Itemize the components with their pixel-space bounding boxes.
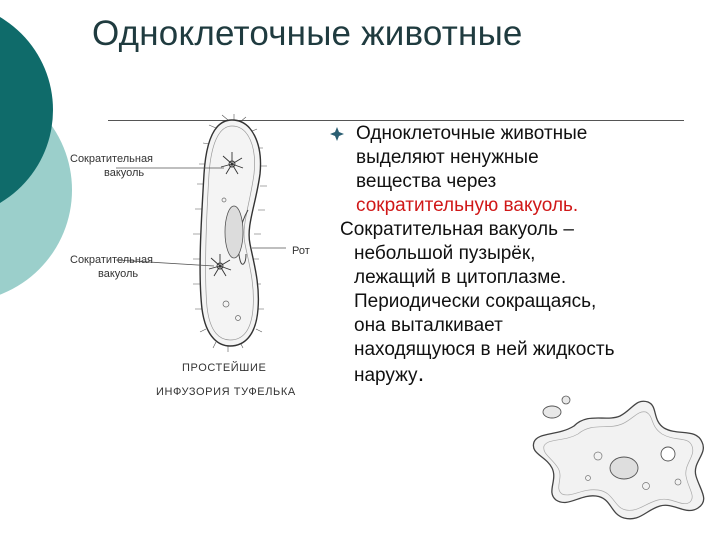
title-divider: [108, 120, 684, 121]
slide-title: Одноклеточные животные: [92, 14, 523, 53]
para-line-3: лежащий в цитоплазме.: [354, 267, 567, 288]
teal-dark-circle: [0, 17, 53, 203]
label-vacuole-bottom-line2: вакуоль: [98, 268, 139, 280]
leader-line-bottom: [115, 259, 215, 267]
caption-line1: ПРОСТЕЙШИЕ: [182, 362, 267, 374]
bullet-line-4-highlight: сократительную вакуоль.: [356, 195, 579, 216]
para-line-2: небольшой пузырёк,: [354, 243, 536, 264]
contractile-vacuole-top: [220, 152, 244, 175]
para-line-7: наружу.: [342, 362, 702, 388]
diamond-bullet-icon: [330, 127, 344, 141]
label-vacuole-top: Сократительная вакуоль: [70, 152, 153, 180]
contractile-vacuole-bottom: [208, 254, 232, 277]
amoeba-illustration: [532, 395, 705, 520]
cilia: [193, 114, 267, 352]
para-line-1: Сократительная вакуоль –: [340, 219, 574, 240]
bullet-item: Одноклеточные животные выделяют ненужные…: [330, 122, 702, 218]
para-line-4: Периодически сокращаясь,: [354, 291, 597, 312]
label-vacuole-bottom-line1: Сократительная: [70, 254, 154, 266]
para-end-dot: .: [417, 360, 425, 387]
slide-body-text: Одноклеточные животные выделяют ненужные…: [330, 122, 702, 388]
bullet-line-2: выделяют ненужные: [356, 147, 539, 168]
amoeba-vacuole: [660, 446, 676, 462]
paramecium-drawing: [115, 114, 286, 352]
small-organism: [542, 395, 571, 419]
label-mouth: Рот: [292, 245, 310, 257]
paramecium-figure: Сократительная вакуоль Сократительная ва…: [64, 114, 334, 404]
amoeba-nucleus: [609, 456, 639, 480]
description-paragraph: Сократительная вакуоль – небольшой пузыр…: [330, 218, 702, 388]
para-line-6: находящуюся в ней жидкость: [354, 339, 615, 360]
label-vacuole-top-line2: вакуоль: [104, 167, 145, 179]
label-vacuole-top-line1: Сократительная: [70, 153, 154, 165]
bullet-line-3: вещества через: [356, 171, 497, 192]
para-line-5: она выталкивает: [354, 315, 503, 336]
caption-line2: ИНФУЗОРИЯ ТУФЕЛЬКА: [156, 386, 296, 398]
para-line-7-text: наружу: [354, 365, 418, 386]
bullet-line-1: Одноклеточные животные: [356, 123, 588, 144]
label-vacuole-bottom: Сократительная вакуоль: [70, 253, 153, 281]
